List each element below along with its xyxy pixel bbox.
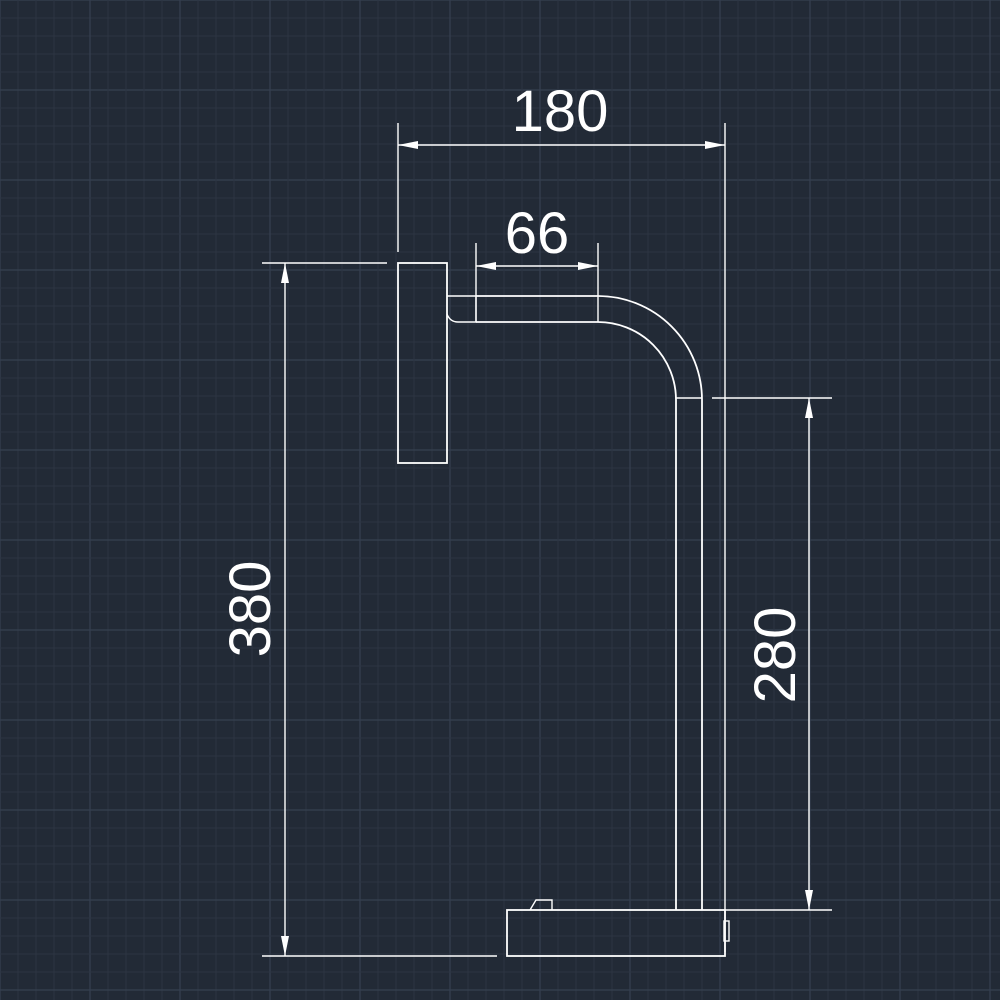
dimension-label-66: 66	[505, 201, 570, 266]
lamp-switch	[529, 899, 553, 911]
dimension-overall-width: 180	[397, 79, 726, 952]
lamp-head	[397, 262, 448, 464]
lamp-outline	[397, 262, 730, 957]
dimension-arm-length: 66	[475, 201, 599, 296]
dimension-label-180: 180	[512, 79, 609, 144]
dimension-label-380: 380	[218, 561, 283, 658]
dimension-label-280: 280	[743, 607, 808, 704]
lamp-head-connector	[446, 295, 477, 323]
base-side-tab	[723, 920, 730, 942]
dimension-overall-height: 380	[218, 262, 497, 957]
lamp-arm-inner	[476, 321, 677, 910]
dimension-stem-height: 280	[712, 397, 832, 911]
lamp-arm-outer	[476, 295, 703, 910]
